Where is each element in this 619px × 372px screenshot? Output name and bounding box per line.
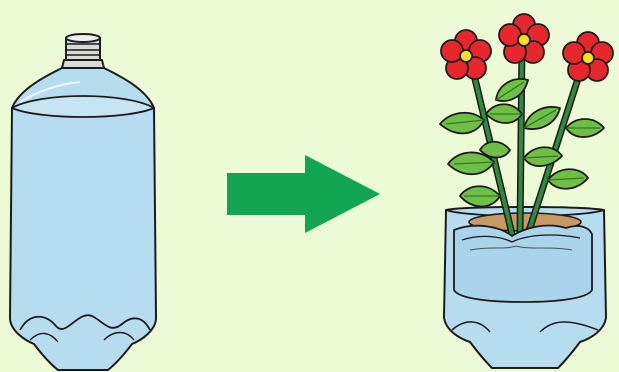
leaf [439,111,485,135]
flower [498,13,550,64]
plastic-bottle [9,33,157,371]
planter-inner-funnel [453,224,593,303]
leaf [459,185,501,208]
flower [440,29,492,80]
leaf [485,103,523,124]
bottle-base-wave [19,314,151,331]
leaf [547,168,589,190]
bottle-planter [439,13,614,369]
leaf [447,151,495,176]
bottle-cap [61,33,105,69]
leaf [565,118,605,138]
leaf [523,146,563,167]
leaf [495,78,529,102]
leaves [439,78,605,208]
leaf [479,140,511,159]
right-arrow-icon [227,155,380,233]
leaf [523,106,561,130]
flower [562,31,614,82]
